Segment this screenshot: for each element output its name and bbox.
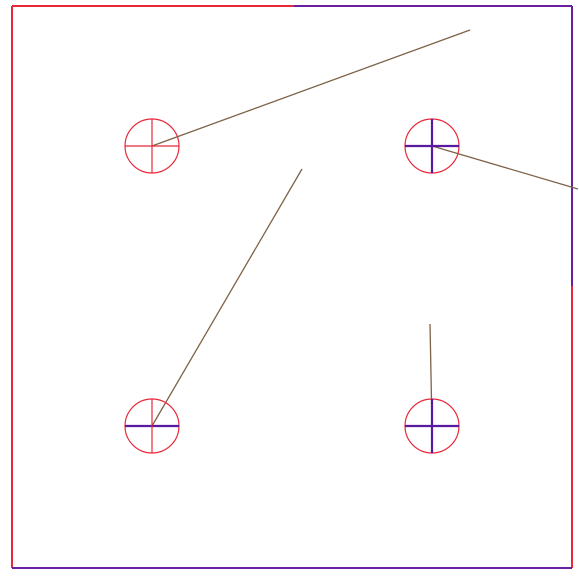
connector-line-top-right	[431, 145, 579, 190]
target-bottom-left	[124, 398, 180, 454]
target-bottom-right	[404, 398, 460, 454]
connector-line-top-left	[151, 29, 471, 147]
target-top-left	[124, 118, 180, 174]
frame	[11, 5, 573, 569]
connector-line-bottom-left	[151, 168, 303, 427]
target-top-right	[404, 118, 460, 174]
